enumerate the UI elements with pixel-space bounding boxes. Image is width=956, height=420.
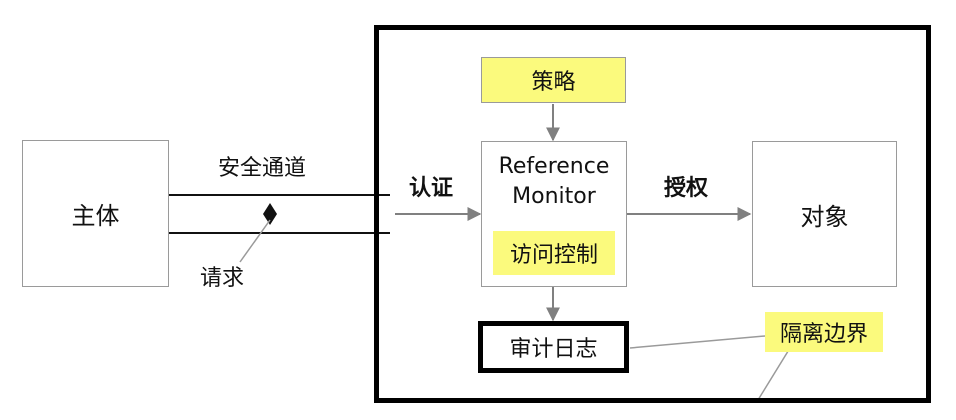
authorization-label: 授权 [664, 176, 709, 201]
policy-label: 策略 [531, 70, 576, 95]
audit-log-label: 审计日志 [509, 337, 598, 362]
isolation-boundary-label-box: 隔离边界 [765, 312, 883, 352]
authentication-label: 认证 [409, 176, 454, 201]
object-box: 对象 [752, 141, 897, 287]
isolation-boundary-label: 隔离边界 [779, 322, 868, 347]
request-leader-line [239, 219, 271, 263]
reference-monitor-title-line1: Reference [498, 154, 610, 179]
isolation-boundary-frame [374, 25, 931, 403]
reference-monitor-title-line2: Monitor [512, 184, 596, 209]
access-control-box: 访问控制 [493, 231, 615, 275]
audit-log-box: 审计日志 [478, 321, 629, 373]
subject-label: 主体 [71, 202, 120, 230]
reference-monitor-box: Reference Monitor 访问控制 [481, 141, 627, 287]
secure-channel-label: 安全通道 [218, 156, 307, 181]
boundary-leader-to-edge [757, 347, 791, 401]
subject-box: 主体 [22, 140, 169, 287]
policy-box: 策略 [481, 57, 626, 103]
object-label: 对象 [800, 202, 849, 231]
access-control-label: 访问控制 [509, 243, 598, 268]
request-label: 请求 [200, 266, 245, 291]
request-diamond [263, 203, 277, 225]
boundary-leader-to-audit [629, 335, 766, 349]
